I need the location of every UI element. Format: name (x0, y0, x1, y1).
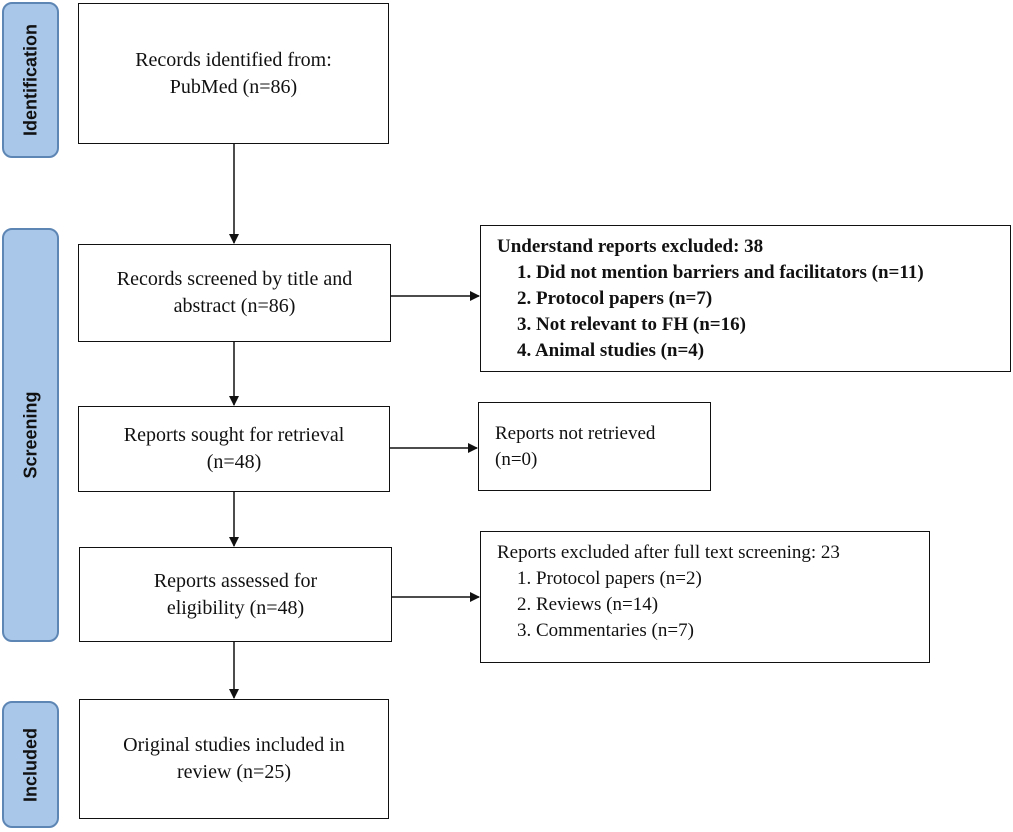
phase-screening: Screening (2, 228, 59, 642)
records-identified-line2: PubMed (n=86) (169, 75, 298, 98)
studies-included-line2: review (n=25) (176, 761, 291, 783)
not-retrieved-line1: Reports not retrieved (495, 423, 656, 444)
records-identified-line1: Records identified from: (135, 48, 332, 71)
records-screened-box: Records screened by title and abstract (… (78, 244, 391, 342)
excluded-screening-item: 1. Did not mention barriers and facilita… (517, 262, 924, 283)
excluded-screening-item: 4. Animal studies (n=4) (517, 340, 705, 361)
reports-assessed-line1: Reports assessed for (153, 569, 318, 592)
phase-identification: Identification (2, 2, 59, 158)
excluded-fulltext-item: 2. Reviews (n=14) (517, 594, 659, 615)
records-screened-line1: Records screened by title and (116, 268, 353, 290)
excluded-screening-box: Understand reports excluded: 38 1. Did n… (480, 225, 1011, 372)
reports-assessed-line2: eligibility (n=48) (166, 596, 305, 619)
records-identified-box: Records identified from: PubMed (n=86) (78, 3, 389, 144)
not-retrieved-line2: (n=0) (495, 449, 538, 470)
excluded-screening-item: 3. Not relevant to FH (n=16) (517, 314, 746, 335)
studies-included-line1: Original studies included in (123, 734, 345, 756)
excluded-fulltext-box: Reports excluded after full text screeni… (480, 531, 930, 663)
reports-assessed-box: Reports assessed for eligibility (n=48) (79, 547, 392, 642)
excluded-fulltext-heading: Reports excluded after full text screeni… (497, 542, 840, 563)
studies-included-box: Original studies included in review (n=2… (79, 699, 389, 819)
records-screened-line2: abstract (n=86) (173, 295, 296, 317)
excluded-screening-item: 2. Protocol papers (n=7) (517, 288, 713, 309)
excluded-fulltext-item: 3. Commentaries (n=7) (517, 620, 694, 641)
not-retrieved-box: Reports not retrieved (n=0) (478, 402, 711, 491)
excluded-screening-heading: Understand reports excluded: 38 (497, 236, 764, 257)
reports-sought-box: Reports sought for retrieval (n=48) (78, 406, 390, 492)
phase-included: Included (2, 701, 59, 828)
excluded-fulltext-item: 1. Protocol papers (n=2) (517, 568, 702, 589)
reports-sought-line2: (n=48) (206, 451, 262, 473)
reports-sought-line1: Reports sought for retrieval (123, 424, 345, 446)
